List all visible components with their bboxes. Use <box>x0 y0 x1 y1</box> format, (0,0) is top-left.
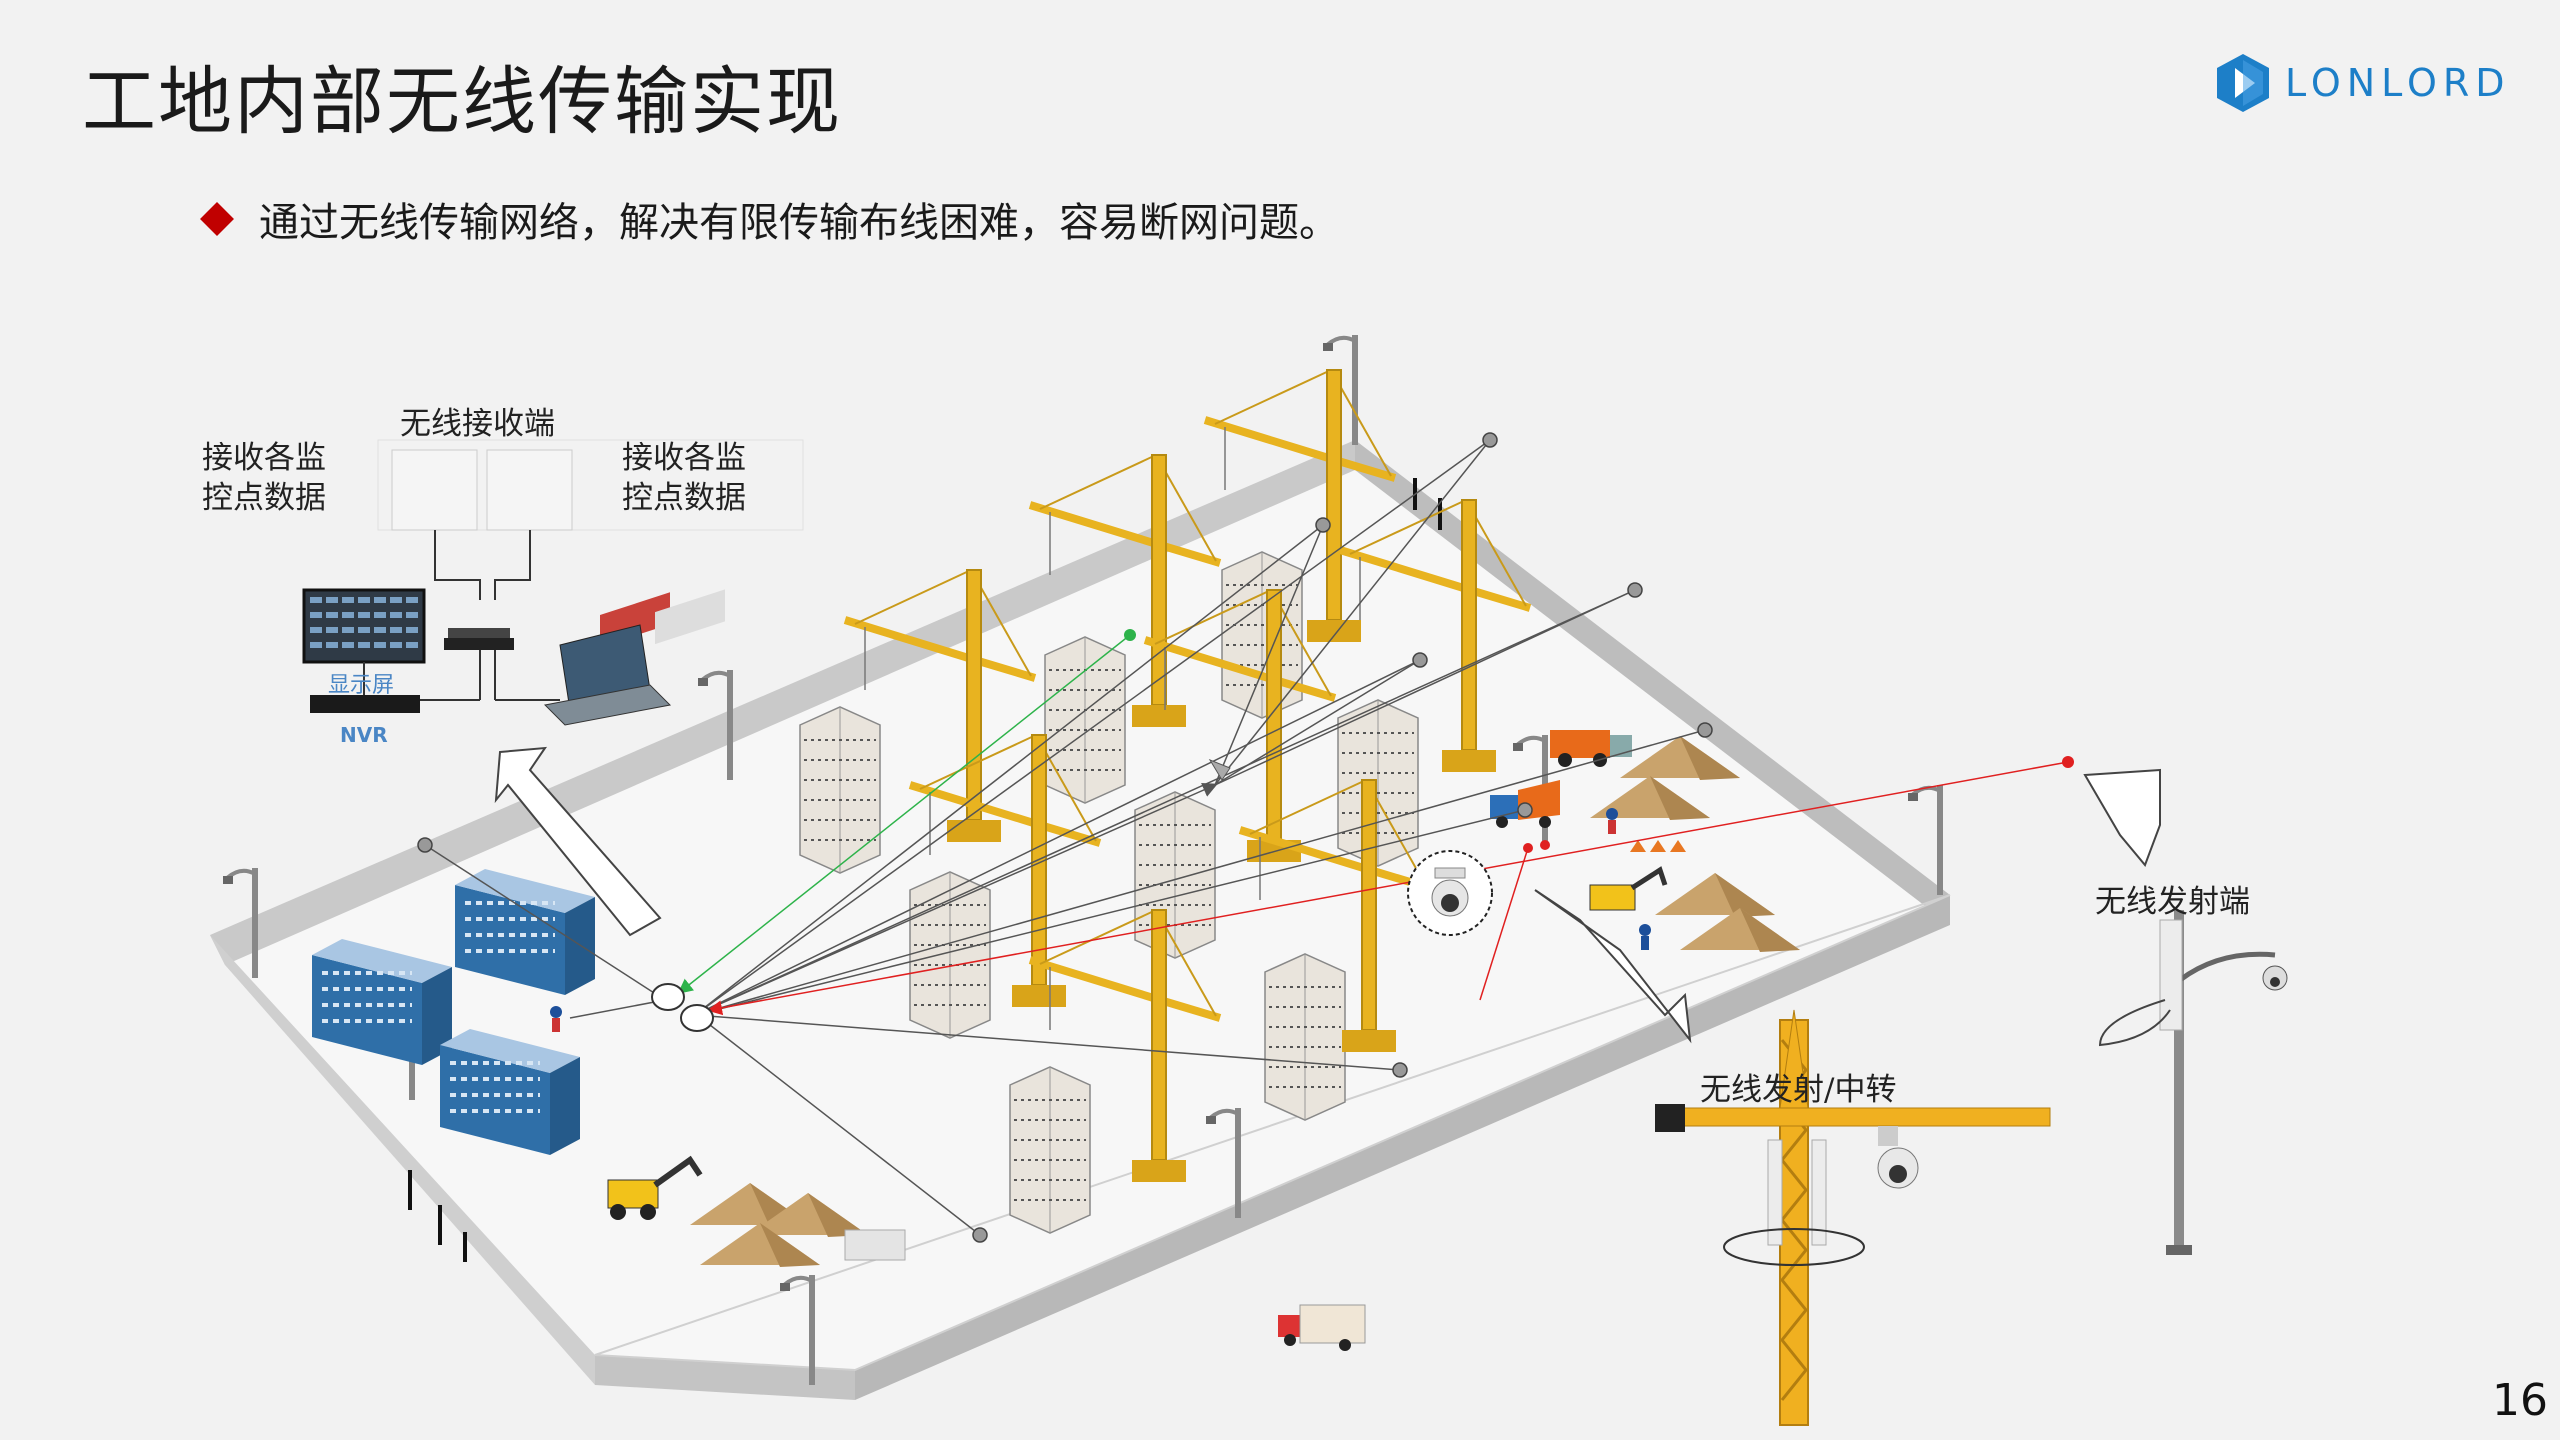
link-endpoints <box>417 432 2074 1243</box>
ptz-camera-icon <box>1407 850 1493 936</box>
wireless-transmitter-pole <box>2098 910 2288 1255</box>
label-wireless-receiver: 无线接收端 <box>400 406 555 442</box>
label-wireless-transmitter: 无线发射端 <box>2095 884 2250 920</box>
excavator-2-icon <box>1589 866 1668 911</box>
materials-and-sand <box>600 589 1800 1267</box>
receiver-equipment <box>302 439 804 726</box>
callout-arrows <box>494 746 2161 1044</box>
label-nvr: NVR <box>340 723 388 747</box>
camera-icon <box>1877 1126 1919 1189</box>
logo-hexagon-icon <box>2217 54 2269 112</box>
logo-text: LONLORD <box>2285 61 2511 105</box>
monitor-icon <box>302 588 426 664</box>
bullet-point: 通过无线传输网络，解决有限传输布线困难，容易断网问题。 <box>200 190 1339 248</box>
label-transmit-relay: 无线发射/中转 <box>1700 1072 1896 1108</box>
laptop-icon <box>543 624 672 726</box>
label-display: 显示屏 <box>328 673 394 698</box>
relay-tower-crane <box>1655 1009 2051 1426</box>
label-receive-right-1: 接收各监 <box>622 440 746 476</box>
label-receive-right-2: 控点数据 <box>622 480 746 516</box>
company-logo: LONLORD <box>2215 48 2511 118</box>
bullet-text: 通过无线传输网络，解决有限传输布线困难，容易断网问题。 <box>259 200 1339 246</box>
mixer-truck-icon <box>1550 730 1632 767</box>
page-number: 16 <box>2492 1375 2548 1426</box>
nvr-device-icon <box>310 695 420 713</box>
excavator-icon <box>607 1155 703 1220</box>
receiver-antennas <box>651 758 1231 1032</box>
workers <box>550 808 1651 1032</box>
network-switch-icon <box>444 628 514 650</box>
site-gate-left <box>408 1170 467 1262</box>
wireless-links <box>424 439 2069 1236</box>
label-receive-left-1: 接收各监 <box>202 440 326 476</box>
label-receive-left-2: 控点数据 <box>202 480 326 516</box>
page-title: 工地内部无线传输实现 <box>82 59 842 145</box>
camera-icon <box>2262 965 2288 991</box>
delivery-truck-icon <box>1278 1304 1366 1351</box>
